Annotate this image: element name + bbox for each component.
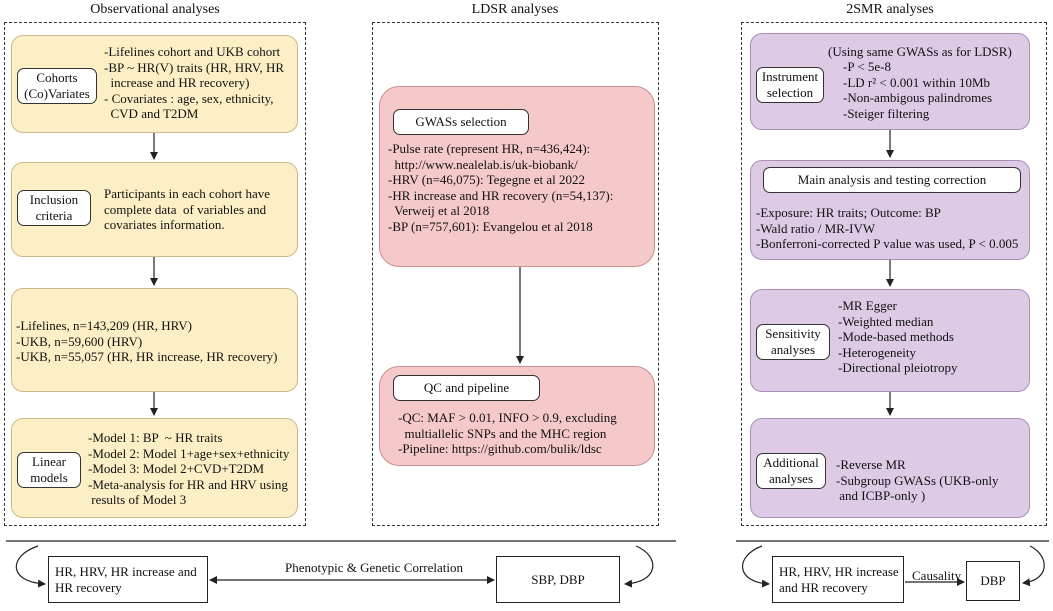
cohorts-text: -Lifelines cohort and UKB cohort -BP ~ H… [104, 44, 285, 121]
gwas-label: GWASs selection [393, 109, 529, 135]
ldsr-panel [372, 22, 659, 526]
samples-text: -Lifelines, n=143,209 (HR, HRV) -UKB, n=… [16, 318, 278, 364]
hr-traits-box: HR, HRV, HR increase and HR recovery [48, 556, 208, 603]
sbp-dbp-box: SBP, DBP [496, 556, 620, 603]
curve-right-sbp [624, 545, 654, 588]
curve-right-dbp [1022, 545, 1045, 587]
main-analysis-label: Main analysis and testing correction [763, 167, 1021, 193]
qc-text: -QC: MAF > 0.01, INFO > 0.9, excluding m… [398, 410, 617, 456]
linear-label: Linear models [17, 452, 81, 488]
additional-label: Additional analyses [756, 453, 826, 489]
instrument-text: -P < 5e-8 -LD r² < 0.001 within 10Mb -No… [843, 59, 993, 121]
inclusion-label: Inclusion criteria [17, 190, 91, 226]
samples-box [11, 288, 298, 392]
curve-left-hr [15, 545, 46, 588]
instrument-label: Instrument selection [756, 67, 824, 103]
curve-left-2smr [742, 545, 770, 588]
instrument-header: (Using same GWASs as for LDSR) [828, 44, 1012, 59]
main-analysis-text: -Exposure: HR traits; Outcome: BP -Wald … [756, 205, 1019, 251]
hr-traits-box-2smr: HR, HRV, HR increase and HR recovery [772, 556, 904, 603]
gwas-text: -Pulse rate (represent HR, n=436,424): h… [388, 141, 614, 234]
ldsr-title: LDSR analyses [471, 2, 559, 17]
observational-panel [4, 22, 306, 526]
dbp-box: DBP [966, 561, 1020, 601]
inclusion-text: Participants in each cohort have complet… [104, 186, 271, 232]
qc-label: QC and pipeline [393, 375, 540, 401]
additional-text: -Reverse MR -Subgroup GWASs (UKB-only an… [836, 457, 999, 503]
causality-label: Causality [912, 568, 962, 583]
observational-title: Observational analyses [90, 2, 220, 17]
sensitivity-text: -MR Egger -Weighted median -Mode-based m… [838, 298, 958, 375]
sensitivity-label: Sensitivity analyses [756, 324, 830, 360]
correlation-label: Phenotypic & Genetic Correlation [285, 560, 463, 575]
smr-title: 2SMR analyses [846, 2, 934, 17]
linear-text: -Model 1: BP ~ HR traits -Model 2: Model… [88, 430, 290, 507]
cohorts-label: Cohorts (Co)Variates [17, 68, 97, 104]
smr-panel [741, 22, 1047, 526]
